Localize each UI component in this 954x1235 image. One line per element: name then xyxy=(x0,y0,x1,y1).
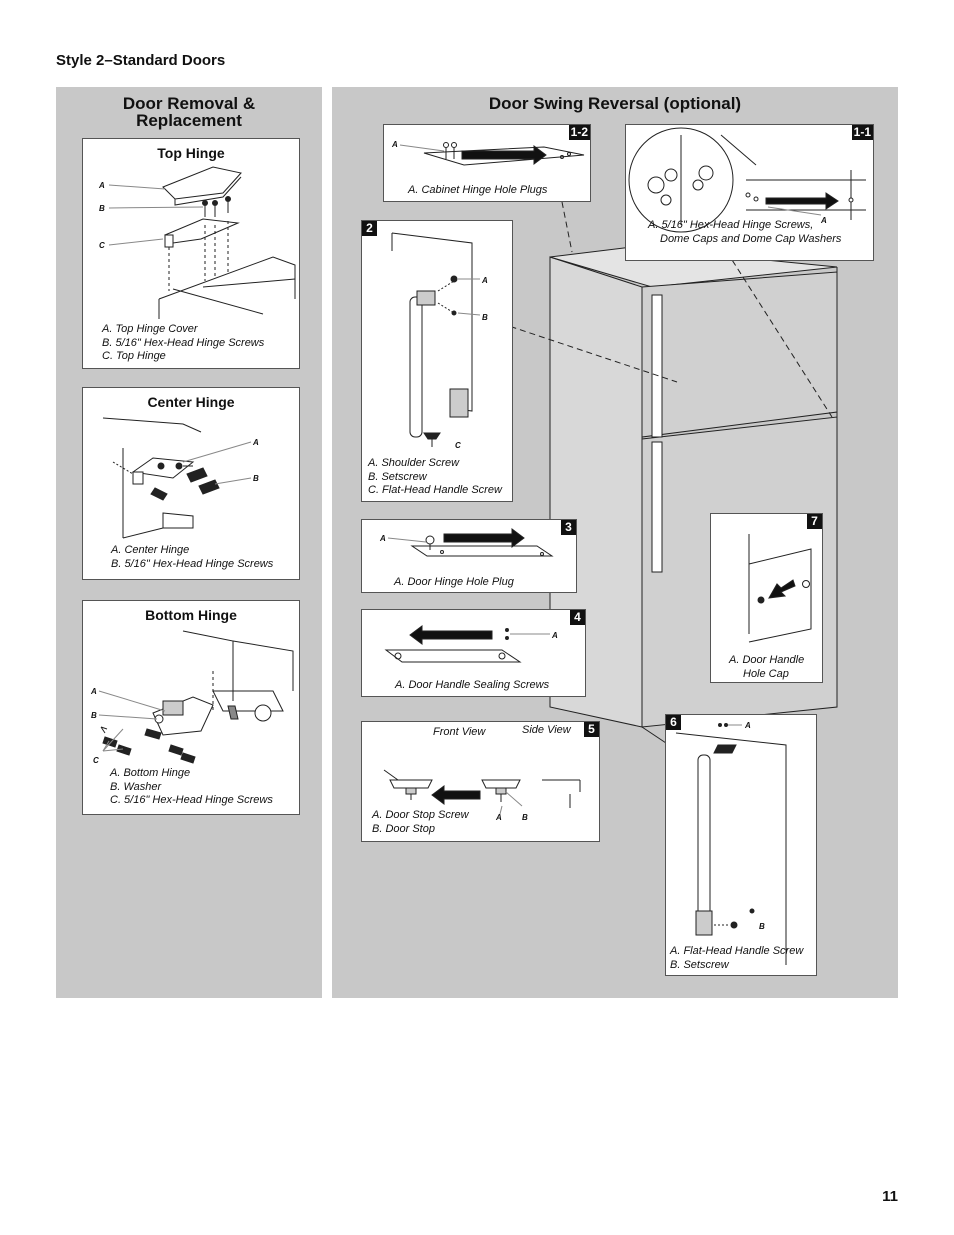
step-5-illustration xyxy=(383,769,581,815)
step-badge: 1-1 xyxy=(851,125,873,140)
label-a: A xyxy=(380,534,386,543)
step-6-box: 6 A B A. Flat-Head Handle Screw B. Setsc… xyxy=(665,714,817,976)
top-hinge-title: Top Hinge xyxy=(157,145,225,161)
step-badge: 2 xyxy=(362,221,377,236)
step-3-box: 3 A A. Door Hinge Hole Plug xyxy=(361,519,577,593)
step-badge: 7 xyxy=(807,514,822,529)
step-7-illustration xyxy=(748,534,812,643)
legend-a: A. Shoulder Screw xyxy=(368,457,460,469)
step-5-legend: A. Door Stop Screw B. Door Stop xyxy=(372,809,469,836)
label-c: C xyxy=(93,756,99,765)
center-hinge-title: Center Hinge xyxy=(147,394,235,410)
legend-b: B. 5/16" Hex-Head Hinge Screws xyxy=(111,557,274,570)
door-removal-title-line1: Door Removal & xyxy=(122,94,256,113)
label-a: A xyxy=(91,687,97,696)
legend-c: C. 5/16" Hex-Head Hinge Screws xyxy=(110,794,273,806)
legend-a: A. Bottom Hinge xyxy=(110,767,191,779)
legend-line1: A. 5/16" Hex-Head Hinge Screws, xyxy=(648,219,814,231)
legend-b: B. 5/16" Hex-Head Hinge Screws xyxy=(102,336,265,349)
section-title: Style 2–Standard Doors xyxy=(56,52,226,69)
step-1-1-illustration xyxy=(628,127,866,233)
legend-line1: A. Door Handle xyxy=(729,654,805,666)
label-b: B xyxy=(91,711,97,720)
bottom-hinge-box: Bottom Hinge A B C xyxy=(82,600,300,815)
step-4-illustration xyxy=(384,625,550,663)
step-7-legend: A. Door Handle Hole Cap xyxy=(729,654,804,681)
label-a: A xyxy=(99,181,105,190)
step-1-1-box: 1-1 A A. 5/16" He xyxy=(625,124,874,261)
top-hinge-legend: A. Top Hinge Cover B. 5/16" Hex-Head Hin… xyxy=(102,323,264,364)
label-a: A xyxy=(552,631,558,640)
bottom-hinge-title: Bottom Hinge xyxy=(145,607,237,623)
step-badge: 6 xyxy=(666,715,681,730)
label-a: A xyxy=(821,216,827,225)
step-badge: 5 xyxy=(584,722,599,737)
label-b: B xyxy=(253,474,259,483)
bottom-hinge-legend: A. Bottom Hinge B. Washer C. 5/16" Hex-H… xyxy=(110,767,273,808)
legend-b: B. Setscrew xyxy=(670,958,729,971)
door-swing-panel: Door Swing Reversal (optional) 1-2 A xyxy=(332,87,898,998)
step-badge: 3 xyxy=(561,520,576,535)
top-hinge-box: Top Hinge A B C xyxy=(82,138,300,369)
front-view-label: Front View xyxy=(433,726,486,738)
side-view-label: Side View xyxy=(522,724,571,736)
step-2-legend: A. Shoulder Screw B. Setscrew C. Flat-He… xyxy=(368,457,502,498)
top-hinge-illustration xyxy=(108,166,296,319)
label-a: A xyxy=(253,438,259,447)
step-6-legend: A. Flat-Head Handle Screw B. Setscrew xyxy=(670,945,803,972)
step-2-box: 2 A B C A. Shoulder Screw B. S xyxy=(361,220,513,502)
step-7-box: 7 A. Door Handle Hole Cap xyxy=(710,513,823,683)
label-a: A xyxy=(745,721,751,730)
step-5-box: 5 Front View Side View A B A. Do xyxy=(361,721,600,842)
step-6-illustration xyxy=(675,723,787,965)
step-2-illustration xyxy=(391,232,481,447)
center-hinge-box: Center Hinge A B A. Center Hing xyxy=(82,387,300,580)
step-badge: 1-2 xyxy=(568,125,590,140)
bottom-hinge-illustration xyxy=(98,630,294,764)
label-b: B xyxy=(759,922,765,931)
door-removal-panel: Door Removal & Replacement Top Hinge A B… xyxy=(56,87,322,998)
door-removal-title: Door Removal & Replacement xyxy=(56,95,322,129)
label-b: B xyxy=(99,204,105,213)
legend-b: B. Setscrew xyxy=(368,470,427,483)
label-b: B xyxy=(522,813,528,822)
legend-a: A. Top Hinge Cover xyxy=(102,323,198,335)
door-removal-title-line2: Replacement xyxy=(136,111,242,130)
legend-b: B. Door Stop xyxy=(372,822,435,835)
step-1-2-illustration xyxy=(399,142,585,166)
label-a: A xyxy=(496,813,502,822)
legend-a: A. Flat-Head Handle Screw xyxy=(670,945,804,957)
legend-a: A. Door Stop Screw xyxy=(372,809,469,821)
step-4-legend: A. Door Handle Sealing Screws xyxy=(395,679,550,691)
step-3-legend: A. Door Hinge Hole Plug xyxy=(394,576,514,588)
step-3-illustration xyxy=(387,528,554,557)
legend-c: C. Flat-Head Handle Screw xyxy=(368,484,502,496)
step-1-2-box: 1-2 A A. Cabinet Hinge Hole Plugs xyxy=(383,124,591,202)
label-b: B xyxy=(482,313,488,322)
legend-a: A. Center Hinge xyxy=(111,544,190,556)
label-c: C xyxy=(455,441,461,450)
center-hinge-legend: A. Center Hinge B. 5/16" Hex-Head Hinge … xyxy=(111,544,273,571)
door-swing-title: Door Swing Reversal (optional) xyxy=(488,94,742,113)
step-1-1-legend: A. 5/16" Hex-Head Hinge Screws, Dome Cap… xyxy=(648,219,841,246)
step-1-2-legend: A. Cabinet Hinge Hole Plugs xyxy=(408,184,548,196)
step-4-box: 4 A A. Door Handle Sealing Screws xyxy=(361,609,586,697)
step-badge: 4 xyxy=(570,610,585,625)
center-hinge-illustration xyxy=(102,417,252,539)
label-c: C xyxy=(99,241,105,250)
legend-line2: Hole Cap xyxy=(743,667,789,680)
legend-c: C. Top Hinge xyxy=(102,350,166,362)
legend-line2: Dome Caps and Dome Cap Washers xyxy=(660,232,842,245)
label-a: A xyxy=(392,140,398,149)
page-number: 11 xyxy=(882,1188,898,1205)
label-a: A xyxy=(482,276,488,285)
legend-b: B. Washer xyxy=(110,780,162,793)
